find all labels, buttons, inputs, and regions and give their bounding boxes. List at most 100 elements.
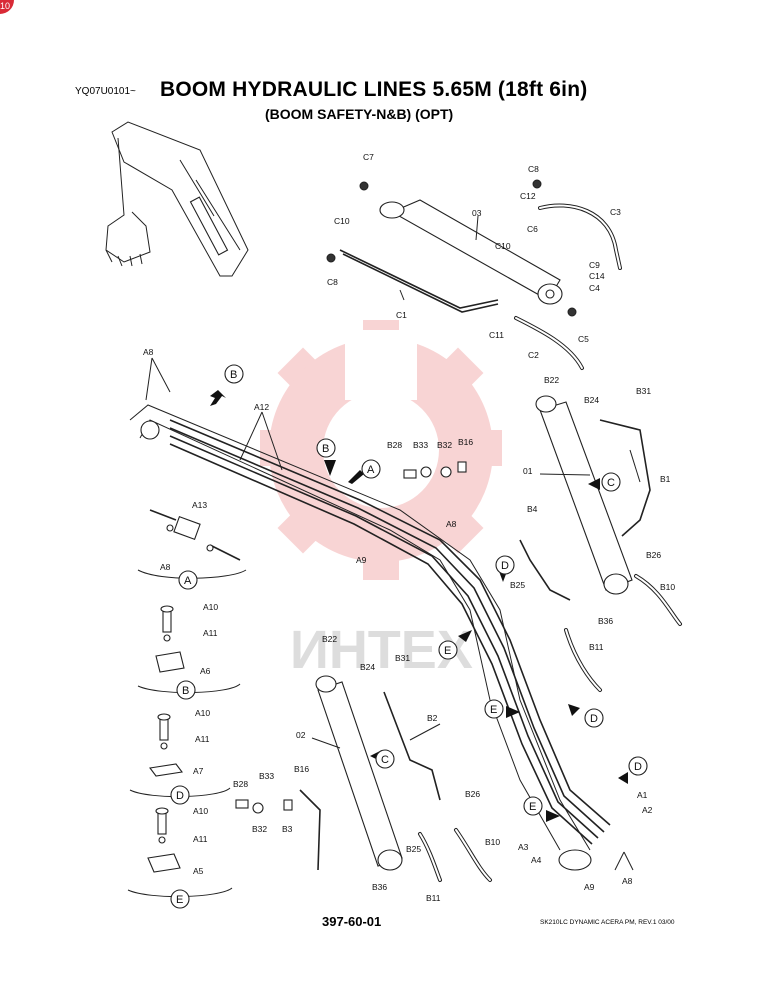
arrow-d-low-icon [618,772,628,784]
detail-view-d [129,713,231,798]
label-c7: C7 [363,152,374,162]
detail-view-a [137,509,247,579]
label-b36-left: B36 [372,882,387,892]
label-b25-left: B25 [406,844,421,854]
detail-a-title: A [184,575,192,587]
label-a12: A12 [254,402,269,412]
label-b36-right: B36 [598,616,613,626]
page-number: 397-60-01 [322,914,382,929]
fittings-b28-b33-b32-b16 [235,461,467,814]
excavator-thumbnail [105,121,249,277]
arrow-b-mid-icon [324,460,336,476]
label-a13: A13 [192,500,207,510]
left-cylinder-02 [299,675,492,882]
label-b24-right: B24 [584,395,599,405]
label-01: 01 [523,466,533,476]
label-b33-top: B33 [413,440,428,450]
callout-b-top-text: B [230,369,237,381]
label-a10-d: A10 [195,708,210,718]
label-c6: C6 [527,224,538,234]
callout-d-low-text: D [634,761,642,773]
callout-b-mid-text: B [322,443,329,455]
label-b26-left: B26 [465,789,480,799]
label-a11-d: A11 [195,734,210,744]
label-b10-left: B10 [485,837,500,847]
label-c1: C1 [396,310,407,320]
footer-model-revision: SK210LC DYNAMIC ACERA PM, REV.1 03/00 [540,919,675,926]
label-b22-left: B22 [322,634,337,644]
detail-view-e [127,807,233,898]
arrow-a-icon [348,470,364,484]
label-b24-left: B24 [360,662,375,672]
callout-c-right-text: C [607,477,615,489]
label-b31-left: B31 [395,653,410,663]
view-callouts: B B A C C D E E D D E A B D [170,364,648,909]
label-a9-bottom: A9 [584,882,595,892]
callout-d-top-text: D [501,560,509,572]
detail-d-title: D [176,790,184,802]
label-c9: C9 [589,260,600,270]
label-c11: C11 [489,330,504,340]
label-02: 02 [296,730,306,740]
label-a9-mid: A9 [356,555,367,565]
label-c3: C3 [610,207,621,217]
label-a6: A6 [200,666,211,676]
boom-lines [129,404,611,871]
arrow-c-right-icon [588,478,600,490]
label-b32-left: B32 [252,824,267,834]
callout-a-text: A [367,464,375,476]
label-a8-detail: A8 [160,562,171,572]
upper-cylinder-assembly [326,179,622,370]
label-a3: A3 [518,842,529,852]
label-a8-mid: A8 [446,519,457,529]
leader-lines [145,215,641,871]
part-labels: C7 C8 C12 C3 C6 C10 C9 C14 C4 03 C10 C8 … [143,152,675,903]
arrow-e-mid-icon [458,630,472,642]
callout-e-left-text: E [490,704,497,716]
label-c12: C12 [520,191,536,201]
label-c2: C2 [528,350,539,360]
label-b25-right: B25 [510,580,525,590]
label-b28-top: B28 [387,440,402,450]
label-b11-right: B11 [589,642,604,652]
label-c10-left: C10 [334,216,350,226]
page-title: BOOM HYDRAULIC LINES 5.65M (18ft 6in) [160,78,588,101]
label-a5: A5 [193,866,204,876]
arrow-e-low-icon [546,810,560,822]
label-a10-b: A10 [203,602,218,612]
right-cylinder-01 [519,395,682,692]
label-b16-left: B16 [294,764,309,774]
badge-text: 10 [0,1,10,11]
label-c4: C4 [589,283,600,293]
label-c10-right: C10 [495,241,511,251]
label-a11-e: A11 [193,834,208,844]
label-c8: C8 [528,164,539,174]
arrow-e-left-icon [506,706,520,718]
label-c8-left: C8 [327,277,338,287]
label-a11-b: A11 [203,628,218,638]
label-b11-left: B11 [426,893,441,903]
label-b33-left: B33 [259,771,274,781]
label-a8-bottom: A8 [622,876,633,886]
label-a10-e: A10 [193,806,208,816]
callout-b-top [224,364,244,384]
label-a2: A2 [642,805,653,815]
watermark-gear-icon [260,320,502,580]
label-b4: B4 [527,504,538,514]
label-b16-top: B16 [458,437,473,447]
label-c14: C14 [589,271,605,281]
label-b28-left: B28 [233,779,248,789]
arrow-b-top-icon [210,390,226,406]
detail-e-title: E [176,894,183,906]
detail-view-b [137,605,241,694]
label-a1: A1 [637,790,648,800]
label-b32-top: B32 [437,440,452,450]
arrow-d-right-icon [568,704,580,716]
label-a8-top: A8 [143,347,154,357]
callout-c-left-text: C [381,754,389,766]
callout-d-right-text: D [590,713,598,725]
model-code: YQ07U0101~ [75,86,136,97]
label-b10-right: B10 [660,582,675,592]
